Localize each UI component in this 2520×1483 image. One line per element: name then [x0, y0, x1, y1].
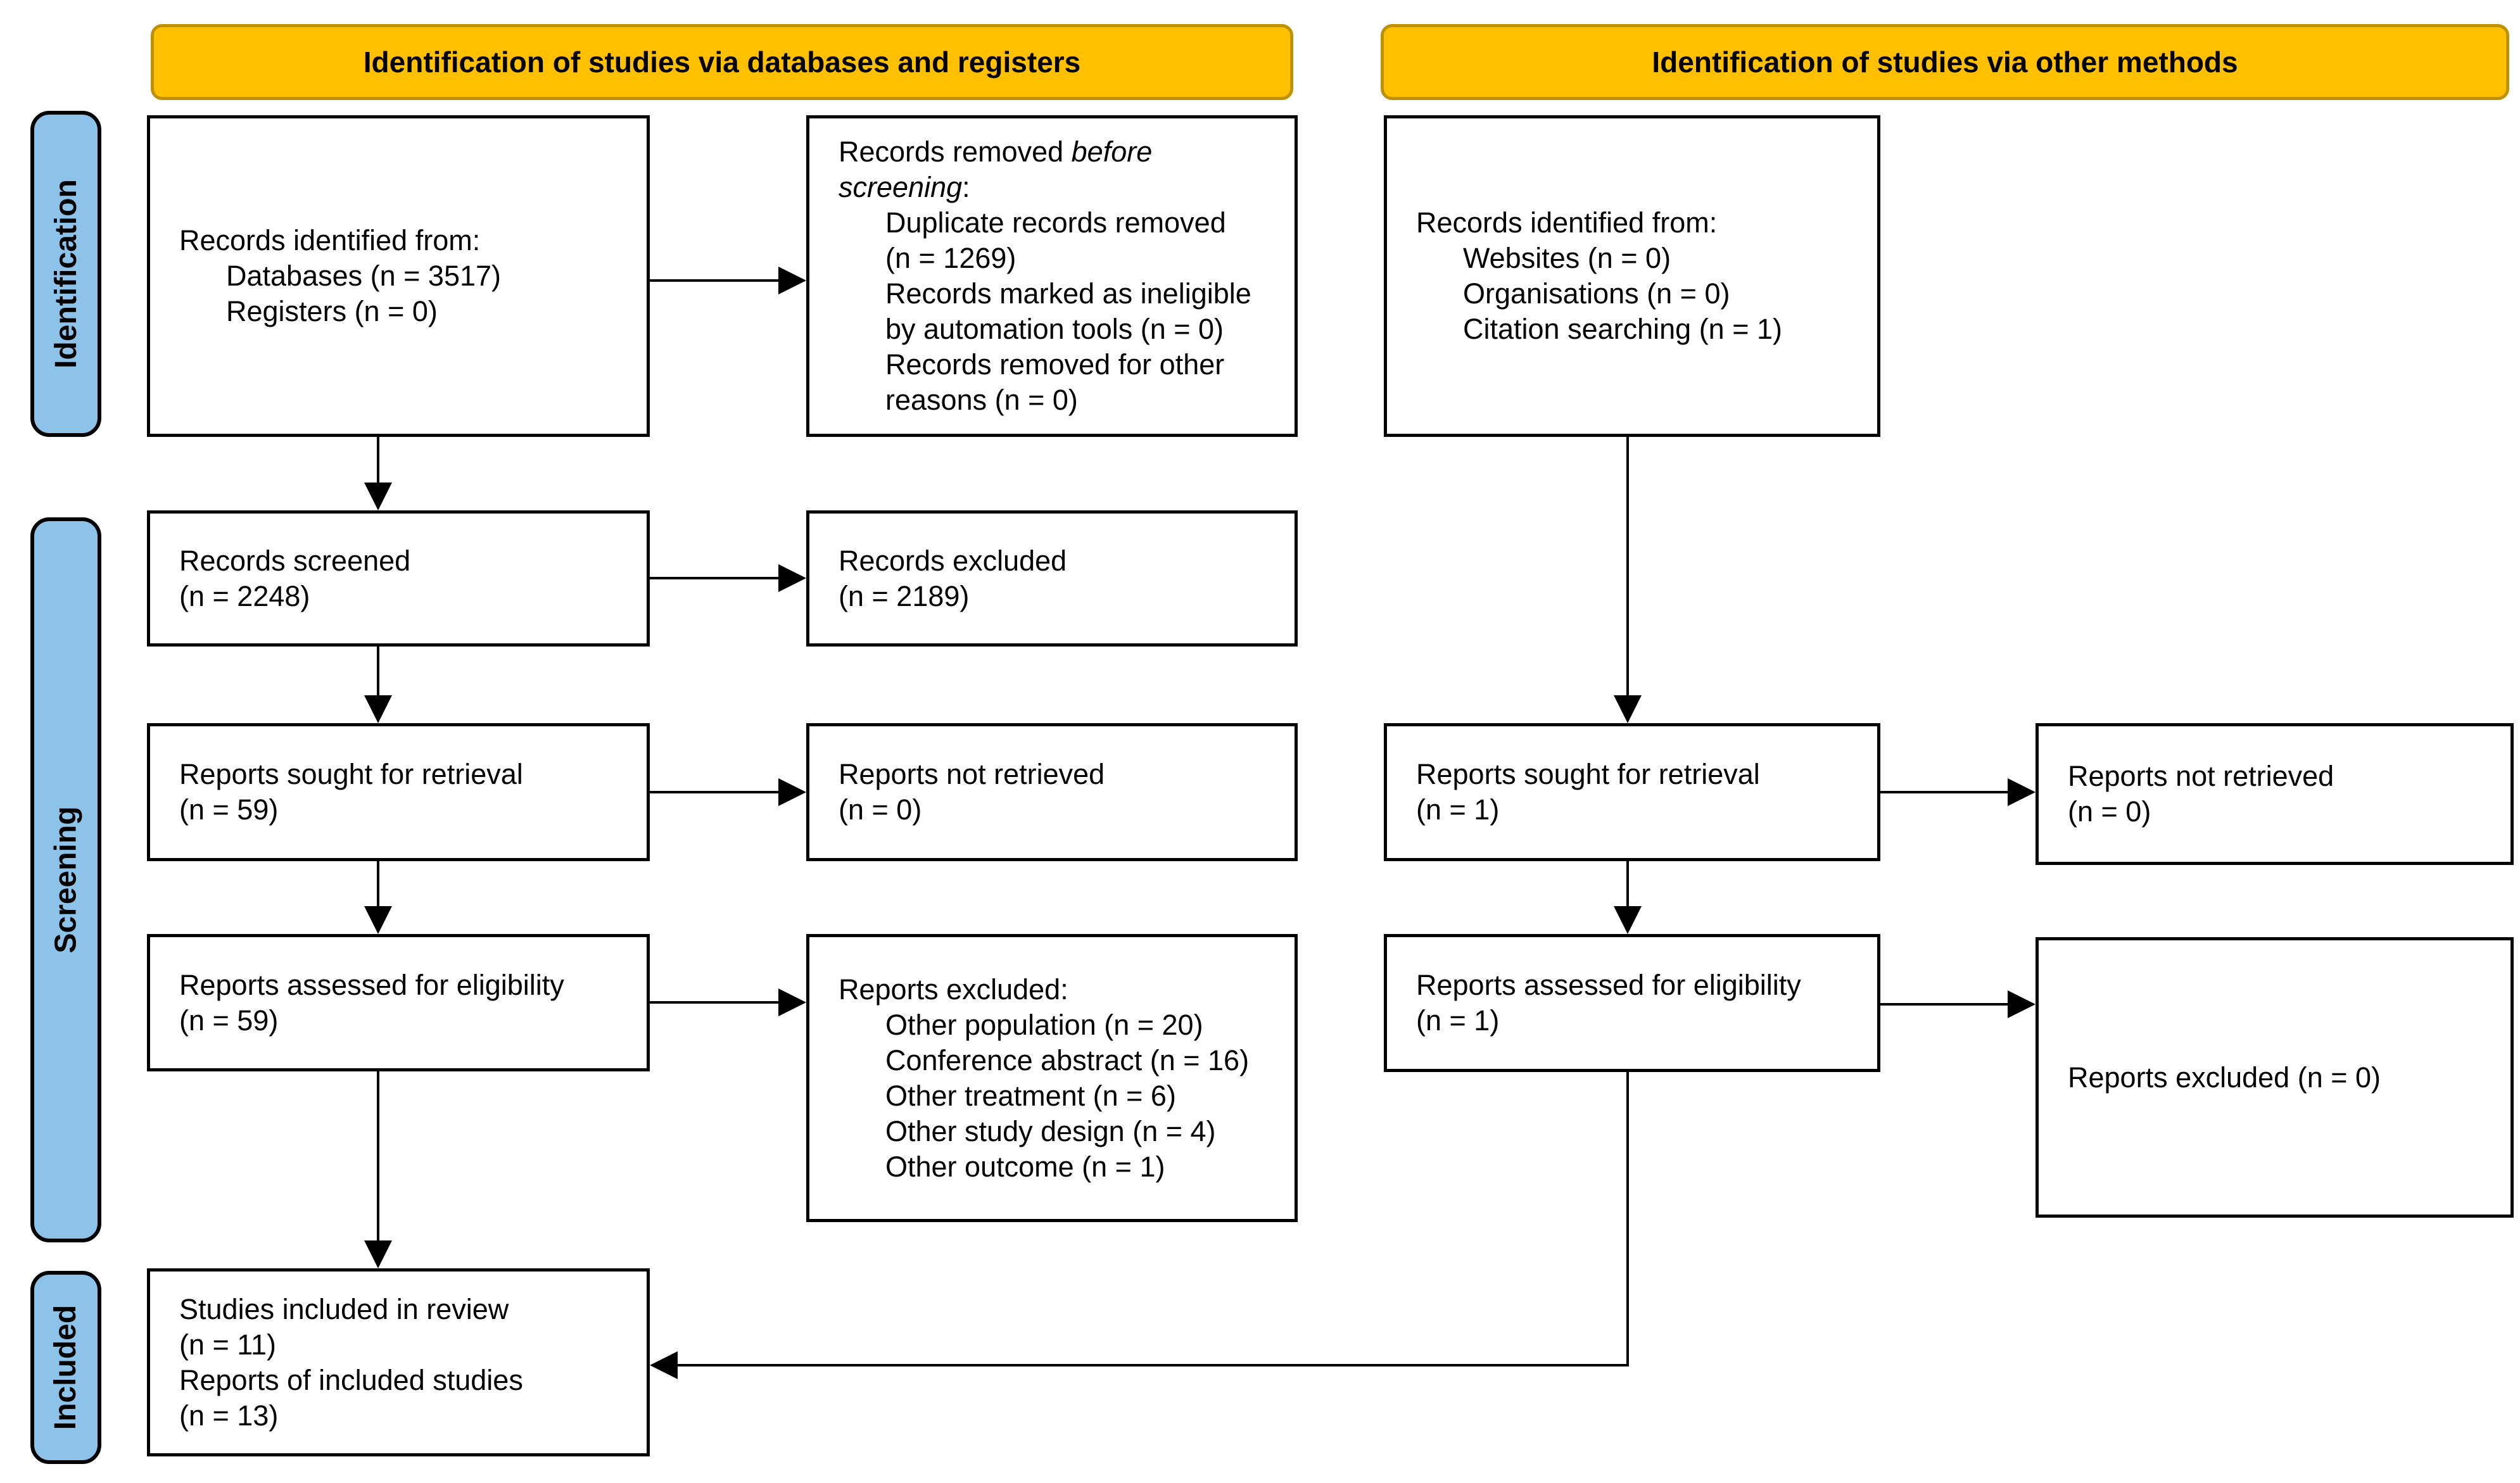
stage-tab-screening: Screening	[30, 517, 101, 1242]
stage-tab-screening-label: Screening	[49, 806, 83, 954]
arrow-identified-to-screened-head	[364, 483, 392, 510]
box-records-identified-other-text: Records identified from:Websites (n = 0)…	[1416, 206, 1783, 345]
box-records-screened-text: Records screened(n = 2248)	[179, 544, 411, 612]
box-reports-assessed-databases: Reports assessed for eligibility(n = 59)	[147, 934, 650, 1071]
arrow-sought-to-notretrieved-head	[778, 778, 806, 806]
arrow-assessed-to-reasons-head	[778, 988, 806, 1016]
arrow-identified-to-screened-line	[377, 437, 379, 483]
box-records-excluded-text: Records excluded(n = 2189)	[839, 544, 1067, 612]
arrow-sought-to-assessed-line	[377, 861, 379, 906]
arrow-other-sought-to-notretrieved-head	[2008, 778, 2036, 806]
arrow-screened-to-excluded-line	[650, 577, 778, 579]
stage-tab-identification: Identification	[30, 111, 101, 437]
box-records-identified-databases: Records identified from:Databases (n = 3…	[147, 115, 650, 437]
header-other-methods-label: Identification of studies via other meth…	[1652, 46, 2238, 79]
box-reports-sought-databases: Reports sought for retrieval(n = 59)	[147, 723, 650, 861]
box-records-screened: Records screened(n = 2248)	[147, 510, 650, 647]
arrow-other-sought-to-notretrieved-line	[1880, 791, 2008, 793]
arrow-sought-to-assessed-head	[364, 906, 392, 934]
box-reports-sought-databases-text: Reports sought for retrieval(n = 59)	[179, 758, 523, 826]
arrow-other-assessed-to-included-hline	[678, 1364, 1629, 1366]
header-databases-registers: Identification of studies via databases …	[151, 24, 1293, 100]
box-reports-not-retrieved-databases-text: Reports not retrieved(n = 0)	[839, 758, 1105, 826]
header-databases-registers-label: Identification of studies via databases …	[363, 46, 1081, 79]
stage-tab-included: Included	[30, 1271, 101, 1464]
box-reports-not-retrieved-databases: Reports not retrieved(n = 0)	[806, 723, 1298, 861]
box-records-excluded: Records excluded(n = 2189)	[806, 510, 1298, 647]
arrow-other-assessed-to-excluded-head	[2008, 990, 2036, 1018]
arrow-other-assessed-to-excluded-line	[1880, 1003, 2008, 1006]
arrow-screened-to-excluded-head	[778, 564, 806, 592]
arrow-identified-to-removed-line	[650, 279, 778, 282]
box-reports-not-retrieved-other: Reports not retrieved(n = 0)	[2036, 723, 2514, 865]
box-studies-included-text: Studies included in review(n = 11)Report…	[179, 1292, 523, 1432]
stage-tab-identification-label: Identification	[49, 179, 83, 369]
stage-tab-included-label: Included	[49, 1304, 83, 1430]
arrow-other-identified-to-sought-head	[1614, 695, 1642, 723]
header-other-methods: Identification of studies via other meth…	[1381, 24, 2509, 100]
arrow-sought-to-notretrieved-line	[650, 791, 778, 793]
arrow-other-sought-to-assessed-line	[1626, 861, 1629, 906]
box-reports-sought-other: Reports sought for retrieval(n = 1)	[1384, 723, 1880, 861]
box-studies-included: Studies included in review(n = 11)Report…	[147, 1268, 650, 1456]
arrow-other-assessed-to-included-head	[650, 1351, 678, 1379]
arrow-assessed-to-reasons-line	[650, 1001, 778, 1004]
box-reports-assessed-other-text: Reports assessed for eligibility(n = 1)	[1416, 969, 1801, 1037]
box-reports-excluded-other-text: Reports excluded (n = 0)	[2068, 1061, 2381, 1094]
arrow-screened-to-sought-head	[364, 695, 392, 723]
arrow-identified-to-removed-head	[778, 267, 806, 294]
box-records-identified-databases-text: Records identified from:Databases (n = 3…	[179, 224, 502, 327]
arrow-screened-to-sought-line	[377, 647, 379, 695]
arrow-other-assessed-to-included-vline	[1626, 1072, 1629, 1366]
box-reports-excluded-reasons-text: Reports excluded:Other population (n = 2…	[839, 973, 1250, 1183]
box-records-identified-other: Records identified from:Websites (n = 0)…	[1384, 115, 1880, 437]
arrow-assessed-to-included-line	[377, 1071, 379, 1240]
box-reports-sought-other-text: Reports sought for retrieval(n = 1)	[1416, 758, 1760, 826]
arrow-assessed-to-included-head	[364, 1240, 392, 1268]
box-reports-excluded-reasons: Reports excluded:Other population (n = 2…	[806, 934, 1298, 1222]
box-reports-not-retrieved-other-text: Reports not retrieved(n = 0)	[2068, 760, 2334, 828]
box-reports-excluded-other: Reports excluded (n = 0)	[2036, 937, 2514, 1218]
box-reports-assessed-databases-text: Reports assessed for eligibility(n = 59)	[179, 968, 564, 1037]
box-reports-assessed-other: Reports assessed for eligibility(n = 1)	[1384, 934, 1880, 1072]
arrow-other-sought-to-assessed-head	[1614, 906, 1642, 934]
arrow-other-identified-to-sought-line	[1626, 437, 1629, 695]
